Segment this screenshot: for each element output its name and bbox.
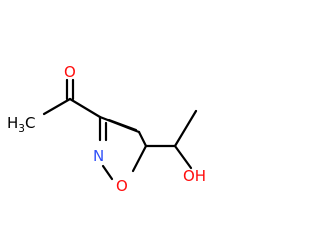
atom-ring-nitrogen: N	[93, 147, 104, 165]
bond-chiral-methyl	[173, 109, 198, 148]
methyl-h: H	[7, 114, 18, 132]
molecule-drawing: O H3C N O OH	[7, 63, 206, 195]
atom-ring-oxygen: O	[116, 177, 128, 195]
bond-methyl-carbonyl	[42, 97, 72, 116]
bond-chiral-oh	[173, 144, 193, 170]
atom-carbonyl-oxygen: O	[64, 63, 76, 81]
atom-labels: O H3C N O OH	[7, 63, 206, 195]
bond-c4-c5	[137, 130, 148, 148]
bond-c4-c5-double	[107, 118, 138, 132]
methyl-c: C	[25, 114, 35, 132]
bond-c5-o	[131, 144, 148, 173]
structure-canvas: O H3C N O OH	[7, 63, 206, 195]
bonds	[42, 78, 198, 181]
methyl-subscript: 3	[18, 123, 25, 135]
atom-hydroxyl: OH	[183, 167, 206, 185]
atom-methyl: H3C	[7, 114, 35, 135]
bond-carbonyl-c3	[68, 97, 102, 119]
bond-n-o	[101, 164, 114, 181]
